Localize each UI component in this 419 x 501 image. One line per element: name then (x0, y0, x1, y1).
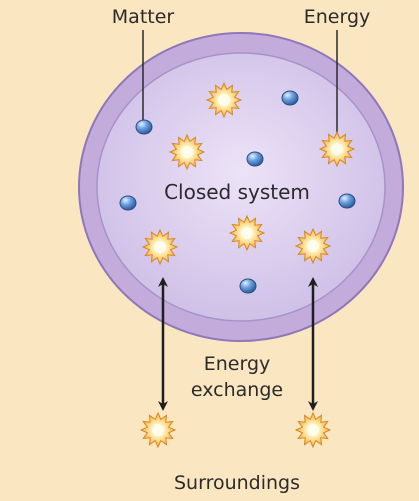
matter-particle-icon (246, 151, 264, 167)
closed-system-label: Closed system (164, 180, 310, 204)
energy-star-core (152, 424, 164, 436)
matter-particle-icon (119, 195, 137, 211)
matter-particle-icon (281, 90, 299, 106)
energy-star-core (307, 424, 319, 436)
energy-stars (139, 81, 356, 449)
energy-star-core (218, 94, 230, 106)
energy-exchange-label-line2: exchange (191, 379, 283, 401)
energy-star-core (331, 143, 343, 155)
energy-star-core (307, 240, 319, 252)
matter-label: Matter (112, 6, 175, 28)
matter-particles (119, 90, 356, 294)
matter-particle-icon (135, 119, 153, 135)
matter-particle-icon (239, 278, 257, 294)
matter-particle-icon (338, 193, 356, 209)
energy-label: Energy (304, 6, 371, 28)
energy-star-core (241, 227, 253, 239)
energy-star-core (181, 146, 193, 158)
surroundings-label: Surroundings (174, 472, 300, 494)
energy-exchange-label-line1: Energy (204, 353, 271, 375)
energy-star-core (154, 241, 166, 253)
